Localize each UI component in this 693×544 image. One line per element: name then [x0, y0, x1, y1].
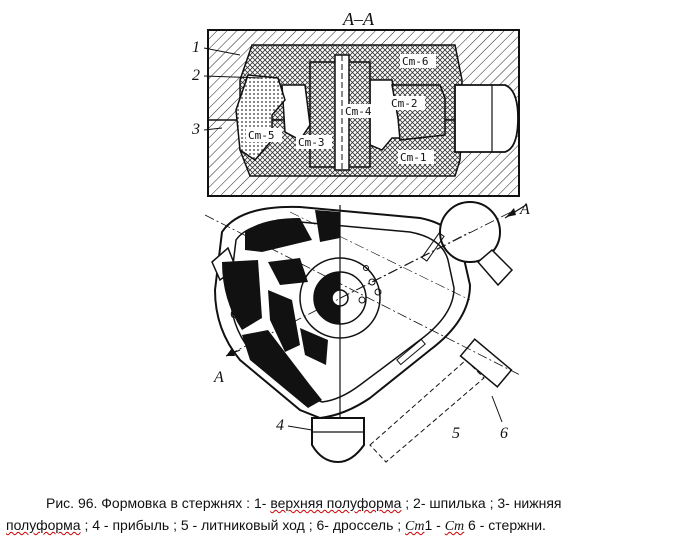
caption-upper-mold: верхняя полуформа [270, 495, 402, 511]
caption-cm-a: Cm [405, 519, 425, 534]
figure-caption: Рис. 96. Формовка в стержнях : 1- верхня… [6, 492, 690, 538]
section-mark-bottom: A [213, 369, 224, 386]
part-label-4: 4 [276, 417, 284, 434]
caption-range: 1 - [424, 517, 445, 533]
plan-core-3 [222, 260, 262, 330]
plan-label-cm4: Cm-4 [230, 308, 257, 321]
part-label-3: 3 [191, 121, 200, 138]
section-view: A–A Cm-6 Cm-2 Cm-4 Cm-3 Cm-5 Cm [191, 9, 520, 197]
caption-pin: ; 2- шпилька ; 3- нижняя [401, 495, 562, 511]
plan-core-4 [268, 290, 300, 352]
plan-core-7 [268, 258, 308, 285]
plan-core-5 [242, 330, 322, 408]
label-cm1: Cm-1 [400, 151, 427, 164]
part-label-5: 5 [452, 425, 460, 442]
section-mark-top: A [519, 201, 530, 218]
plan-core-6 [300, 328, 328, 365]
part-label-1: 1 [192, 39, 200, 56]
casting-left [281, 84, 311, 141]
choke [459, 338, 513, 388]
caption-end: 6 - стержни. [464, 517, 546, 533]
core-cm2 [391, 84, 446, 141]
caption-parts: ; 4 - прибыль ; 5 - литниковый ход ; 6- … [80, 517, 406, 533]
part-label-2: 2 [192, 67, 200, 84]
casting-figure: A–A Cm-6 Cm-2 Cm-4 Cm-3 Cm-5 Cm [191, 9, 530, 464]
caption-fig: Рис. 96. Формовка в стержнях : 1- [46, 495, 271, 511]
part-label-6: 6 [500, 425, 508, 442]
label-cm3: Cm-3 [298, 136, 325, 149]
plan-view: Cm-2 Cm-4 A A 4 5 6 [204, 201, 530, 464]
plan-label-cm2: Cm-2 [276, 265, 303, 278]
label-cm6: Cm-6 [402, 55, 429, 68]
riser-section [454, 84, 519, 153]
label-cm4: Cm-4 [345, 105, 372, 118]
plan-core-2 [315, 210, 340, 242]
caption-lower-mold: полуформа [6, 517, 81, 533]
section-label: A–A [342, 9, 375, 29]
runner [369, 359, 485, 463]
caption-cm-b: Cm [444, 519, 465, 534]
label-cm2: Cm-2 [391, 97, 418, 110]
label-cm5: Cm-5 [248, 129, 275, 142]
riser-bottom [311, 417, 365, 464]
